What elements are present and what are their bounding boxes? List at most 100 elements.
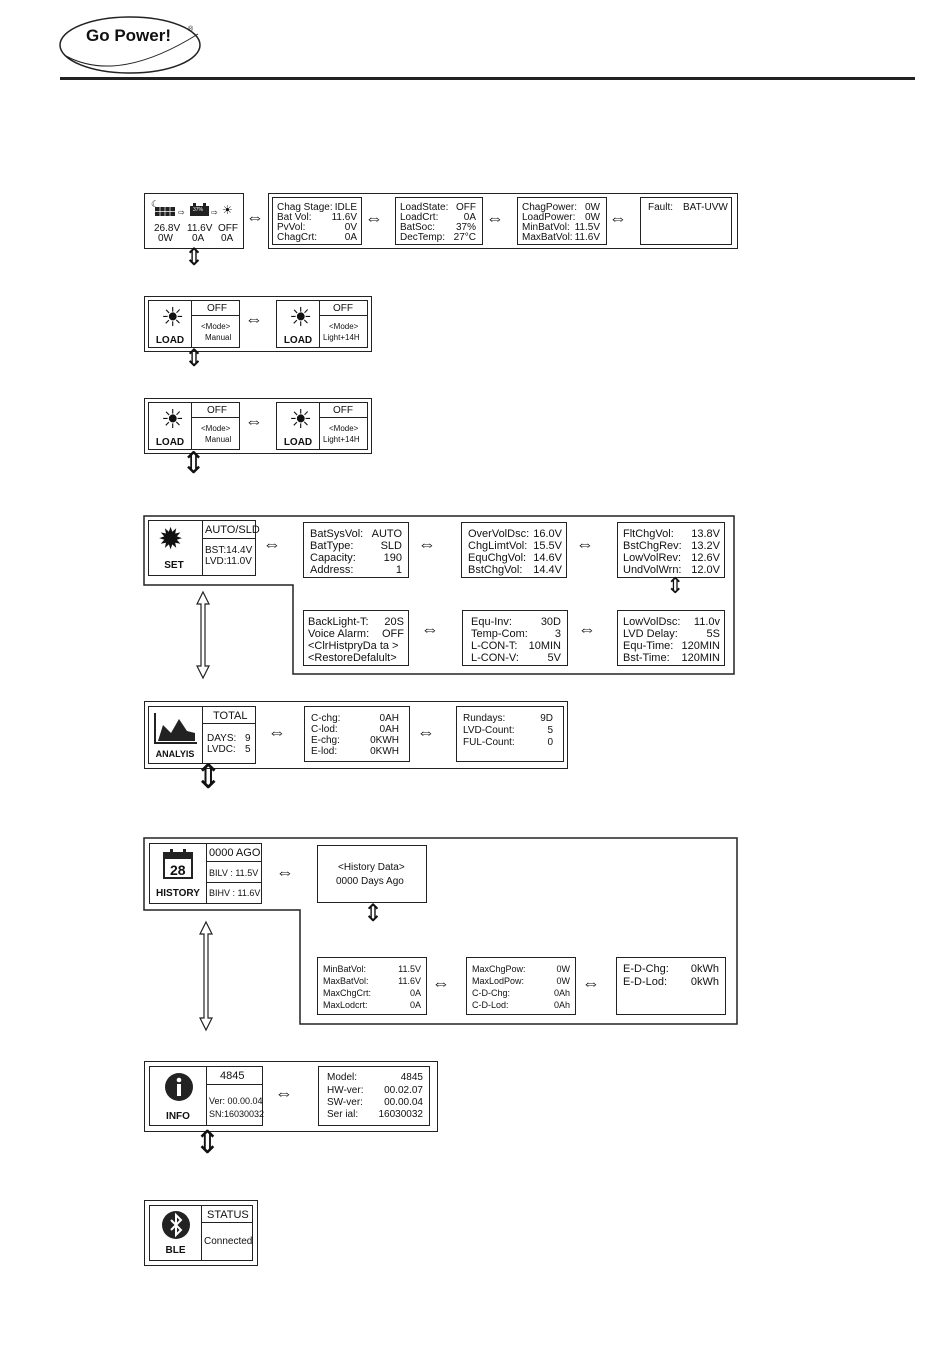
info-label: INFO (166, 1111, 190, 1122)
info-version: Ver: 00.00.04 (209, 1096, 263, 1106)
label: LVD Delay: (623, 628, 678, 640)
analysis-label: ANALYIS (155, 749, 195, 759)
label: MaxBatVol: (522, 232, 573, 243)
bulb-icon: ☀ (289, 302, 313, 332)
double-arrow-icon: ⇔ (365, 208, 383, 228)
label: Model: (327, 1072, 358, 1083)
label: BatType: (310, 540, 354, 552)
mode-label: <Mode> (201, 322, 231, 331)
analysis-panel-2: Rundays:9D LVD-Count:5 FUL-Count:0 (456, 706, 564, 762)
chart-icon (154, 713, 197, 744)
mode-value: Light+14H (323, 435, 360, 444)
info-icon (165, 1073, 193, 1101)
value: 14.6V (533, 552, 562, 564)
double-arrow-icon: ⇔ (276, 862, 294, 882)
load-screen-2: ☀ LOAD OFF <Mode> Light+14H (276, 300, 368, 348)
value: 20S (384, 616, 404, 628)
double-arrow-icon: ⇔ (245, 309, 263, 329)
value: 0W (585, 212, 600, 223)
double-arrow-icon: ⇔ (246, 207, 264, 227)
value: 12.6V (691, 552, 720, 564)
label: PvVol: (277, 222, 306, 233)
history-panel-2: MaxChgPow:0W MaxLodPow:0W C-D-Chg:0Ah C-… (466, 957, 576, 1015)
value: 0W (556, 964, 571, 974)
value: 11.5V (398, 964, 421, 974)
header-rule (60, 77, 915, 80)
double-arrow-icon: ⇔ (245, 411, 263, 431)
value: 1 (395, 564, 402, 576)
label: Bst-Time: (623, 652, 670, 664)
load-screen-1: ☀ LOAD OFF <Mode> Manual (148, 300, 240, 348)
logo-text: Go Power! (86, 26, 172, 45)
analysis-head: TOTAL (213, 710, 248, 722)
label: Capacity: (310, 552, 356, 564)
value: 5S (706, 628, 720, 640)
clear-history-item: <ClrHistpryDa ta > (308, 640, 399, 652)
value: 0kWh (690, 963, 719, 975)
history-bihv: BIHV : 11.6V (209, 888, 261, 898)
value: 12.0V (691, 564, 720, 576)
info-panel: Model:4845 HW-ver:00.02.07 SW-ver:00.00.… (318, 1066, 430, 1126)
battery-voltage: 11.6V (187, 223, 213, 234)
value: 9D (540, 713, 553, 724)
value: 0A (409, 988, 421, 998)
double-arrow-icon: ⇔ (578, 619, 596, 639)
double-arrow-icon: ⇔ (418, 534, 436, 554)
label: FltChgVol: (623, 528, 674, 540)
value: SLD (380, 540, 402, 552)
updown-arrow-icon: ⇕ (666, 573, 685, 598)
label: Equ-Time: (623, 640, 674, 652)
bulb-icon: ☀ (161, 404, 185, 434)
value: 0W (585, 202, 600, 213)
value: 120MIN (681, 652, 720, 664)
label: MaxBatVol: (323, 976, 369, 986)
value: 4845 (400, 1072, 423, 1083)
load-label: LOAD (155, 437, 185, 448)
history-days-ago: 0000 Days Ago (336, 876, 404, 887)
double-arrow-icon: ⇔ (268, 722, 286, 742)
mode-label: <Mode> (201, 424, 231, 433)
history-bilv: BILV : 11.5V (209, 868, 259, 878)
info-screen: INFO 4845 Ver: 00.00.04 SN:16030032 (149, 1066, 264, 1126)
label: Address: (310, 564, 354, 576)
analysis-screen: ANALYIS TOTAL DAYS: 9 LVDC: 5 (148, 706, 256, 764)
value: 0Ah (553, 1000, 570, 1010)
load-state: OFF (218, 223, 238, 234)
label: E-D-Chg: (623, 963, 669, 975)
pv-power: 0W (158, 233, 173, 244)
days-value: 9 (245, 733, 251, 744)
label: E-lod: (311, 746, 338, 757)
set-bst: BST:14.4V (205, 545, 253, 556)
label: C-D-Chg: (472, 988, 511, 998)
battery-icon (190, 203, 209, 216)
value: 5 (547, 725, 553, 736)
history-data-panel: <History Data> 0000 Days Ago (317, 845, 427, 903)
value: 13.2V (691, 540, 720, 552)
label: BstChgRev: (623, 540, 682, 552)
ble-connection-state: Connected (204, 1236, 253, 1247)
set-panel-6: BackLight-T:20S Voice Alarm:OFF <ClrHist… (303, 610, 409, 666)
label: Bat Vol: (277, 212, 312, 223)
ble-screen: BLE STATUS Connected (149, 1205, 253, 1261)
value: 190 (383, 552, 402, 564)
label: BatSysVol: (310, 528, 364, 540)
double-arrow-icon: ⇔ (486, 208, 504, 228)
moon-icon: ☾ (151, 199, 160, 209)
value: 30D (540, 616, 561, 628)
label: L-CON-V: (471, 652, 519, 664)
load-status: OFF (333, 303, 353, 314)
label: UndVolWrn: (623, 564, 682, 576)
load-label: LOAD (283, 437, 313, 448)
double-arrow-icon: ⇔ (417, 722, 435, 742)
lvdc-label: LVDC: (207, 744, 236, 755)
ble-label: BLE (165, 1245, 186, 1256)
value: 0A (463, 212, 476, 223)
value: 11.5V (574, 222, 600, 233)
label: OverVolDsc: (468, 528, 530, 540)
history-data-title: <History Data> (338, 862, 405, 873)
value: 00.02.07 (384, 1085, 423, 1096)
days-label: DAYS: (207, 733, 237, 744)
